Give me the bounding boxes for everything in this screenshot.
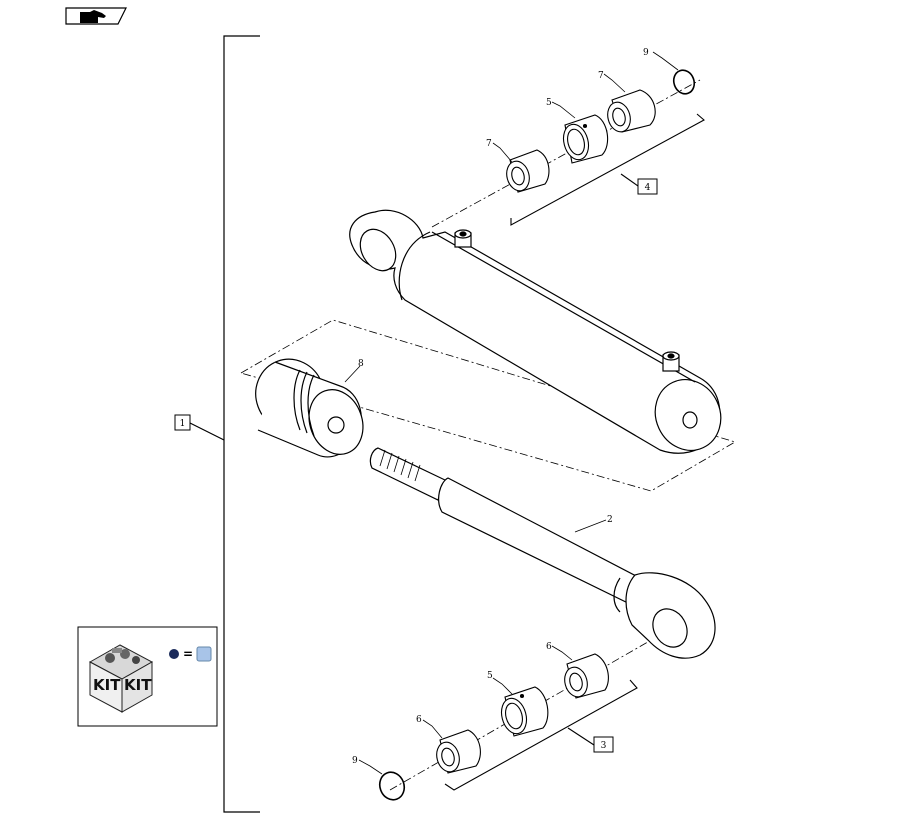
callout-box-4: 4 xyxy=(637,178,658,195)
kit-dot-icon xyxy=(169,649,179,659)
callout-1-label: 1 xyxy=(180,419,186,429)
seal-kit-upper-bracket xyxy=(510,113,705,226)
kit-square-icon xyxy=(196,646,212,662)
callout-numbers: 9 7 5 7 8 2 6 5 6 9 xyxy=(352,48,649,766)
callout-8: 8 xyxy=(358,359,364,369)
callout-7-upper: 7 xyxy=(598,71,604,81)
callout-4-label: 4 xyxy=(645,183,651,193)
callout-3-label: 3 xyxy=(601,741,607,751)
piston-rod xyxy=(369,447,716,659)
cylinder-barrel xyxy=(349,209,722,454)
piston xyxy=(255,358,364,458)
assembly-bracket xyxy=(189,35,260,813)
seal-kit-lower-bracket xyxy=(444,679,638,791)
callout-7-lower: 7 xyxy=(486,139,492,149)
kit-legend: KIT KIT = xyxy=(77,626,218,727)
callout-5-lower: 5 xyxy=(487,671,493,681)
callout-2: 2 xyxy=(607,515,613,525)
callout-9-lower: 9 xyxy=(352,756,358,766)
kit-text-right: KIT xyxy=(124,676,152,694)
hand-pointer-icon[interactable] xyxy=(65,7,127,25)
leader-lines xyxy=(344,51,679,775)
callout-box-1: 1 xyxy=(174,414,191,431)
kit-equals: = xyxy=(183,647,193,661)
upper-seal-parts xyxy=(506,69,696,193)
kit-box-icon: KIT KIT xyxy=(88,644,154,713)
callout-box-3: 3 xyxy=(593,736,614,753)
callout-6-lower: 6 xyxy=(416,715,422,725)
lower-seal-parts xyxy=(378,653,609,801)
callout-5-upper: 5 xyxy=(546,98,552,108)
callout-9-upper: 9 xyxy=(643,48,649,58)
kit-text-left: KIT xyxy=(93,676,121,694)
callout-6-upper: 6 xyxy=(546,642,552,652)
